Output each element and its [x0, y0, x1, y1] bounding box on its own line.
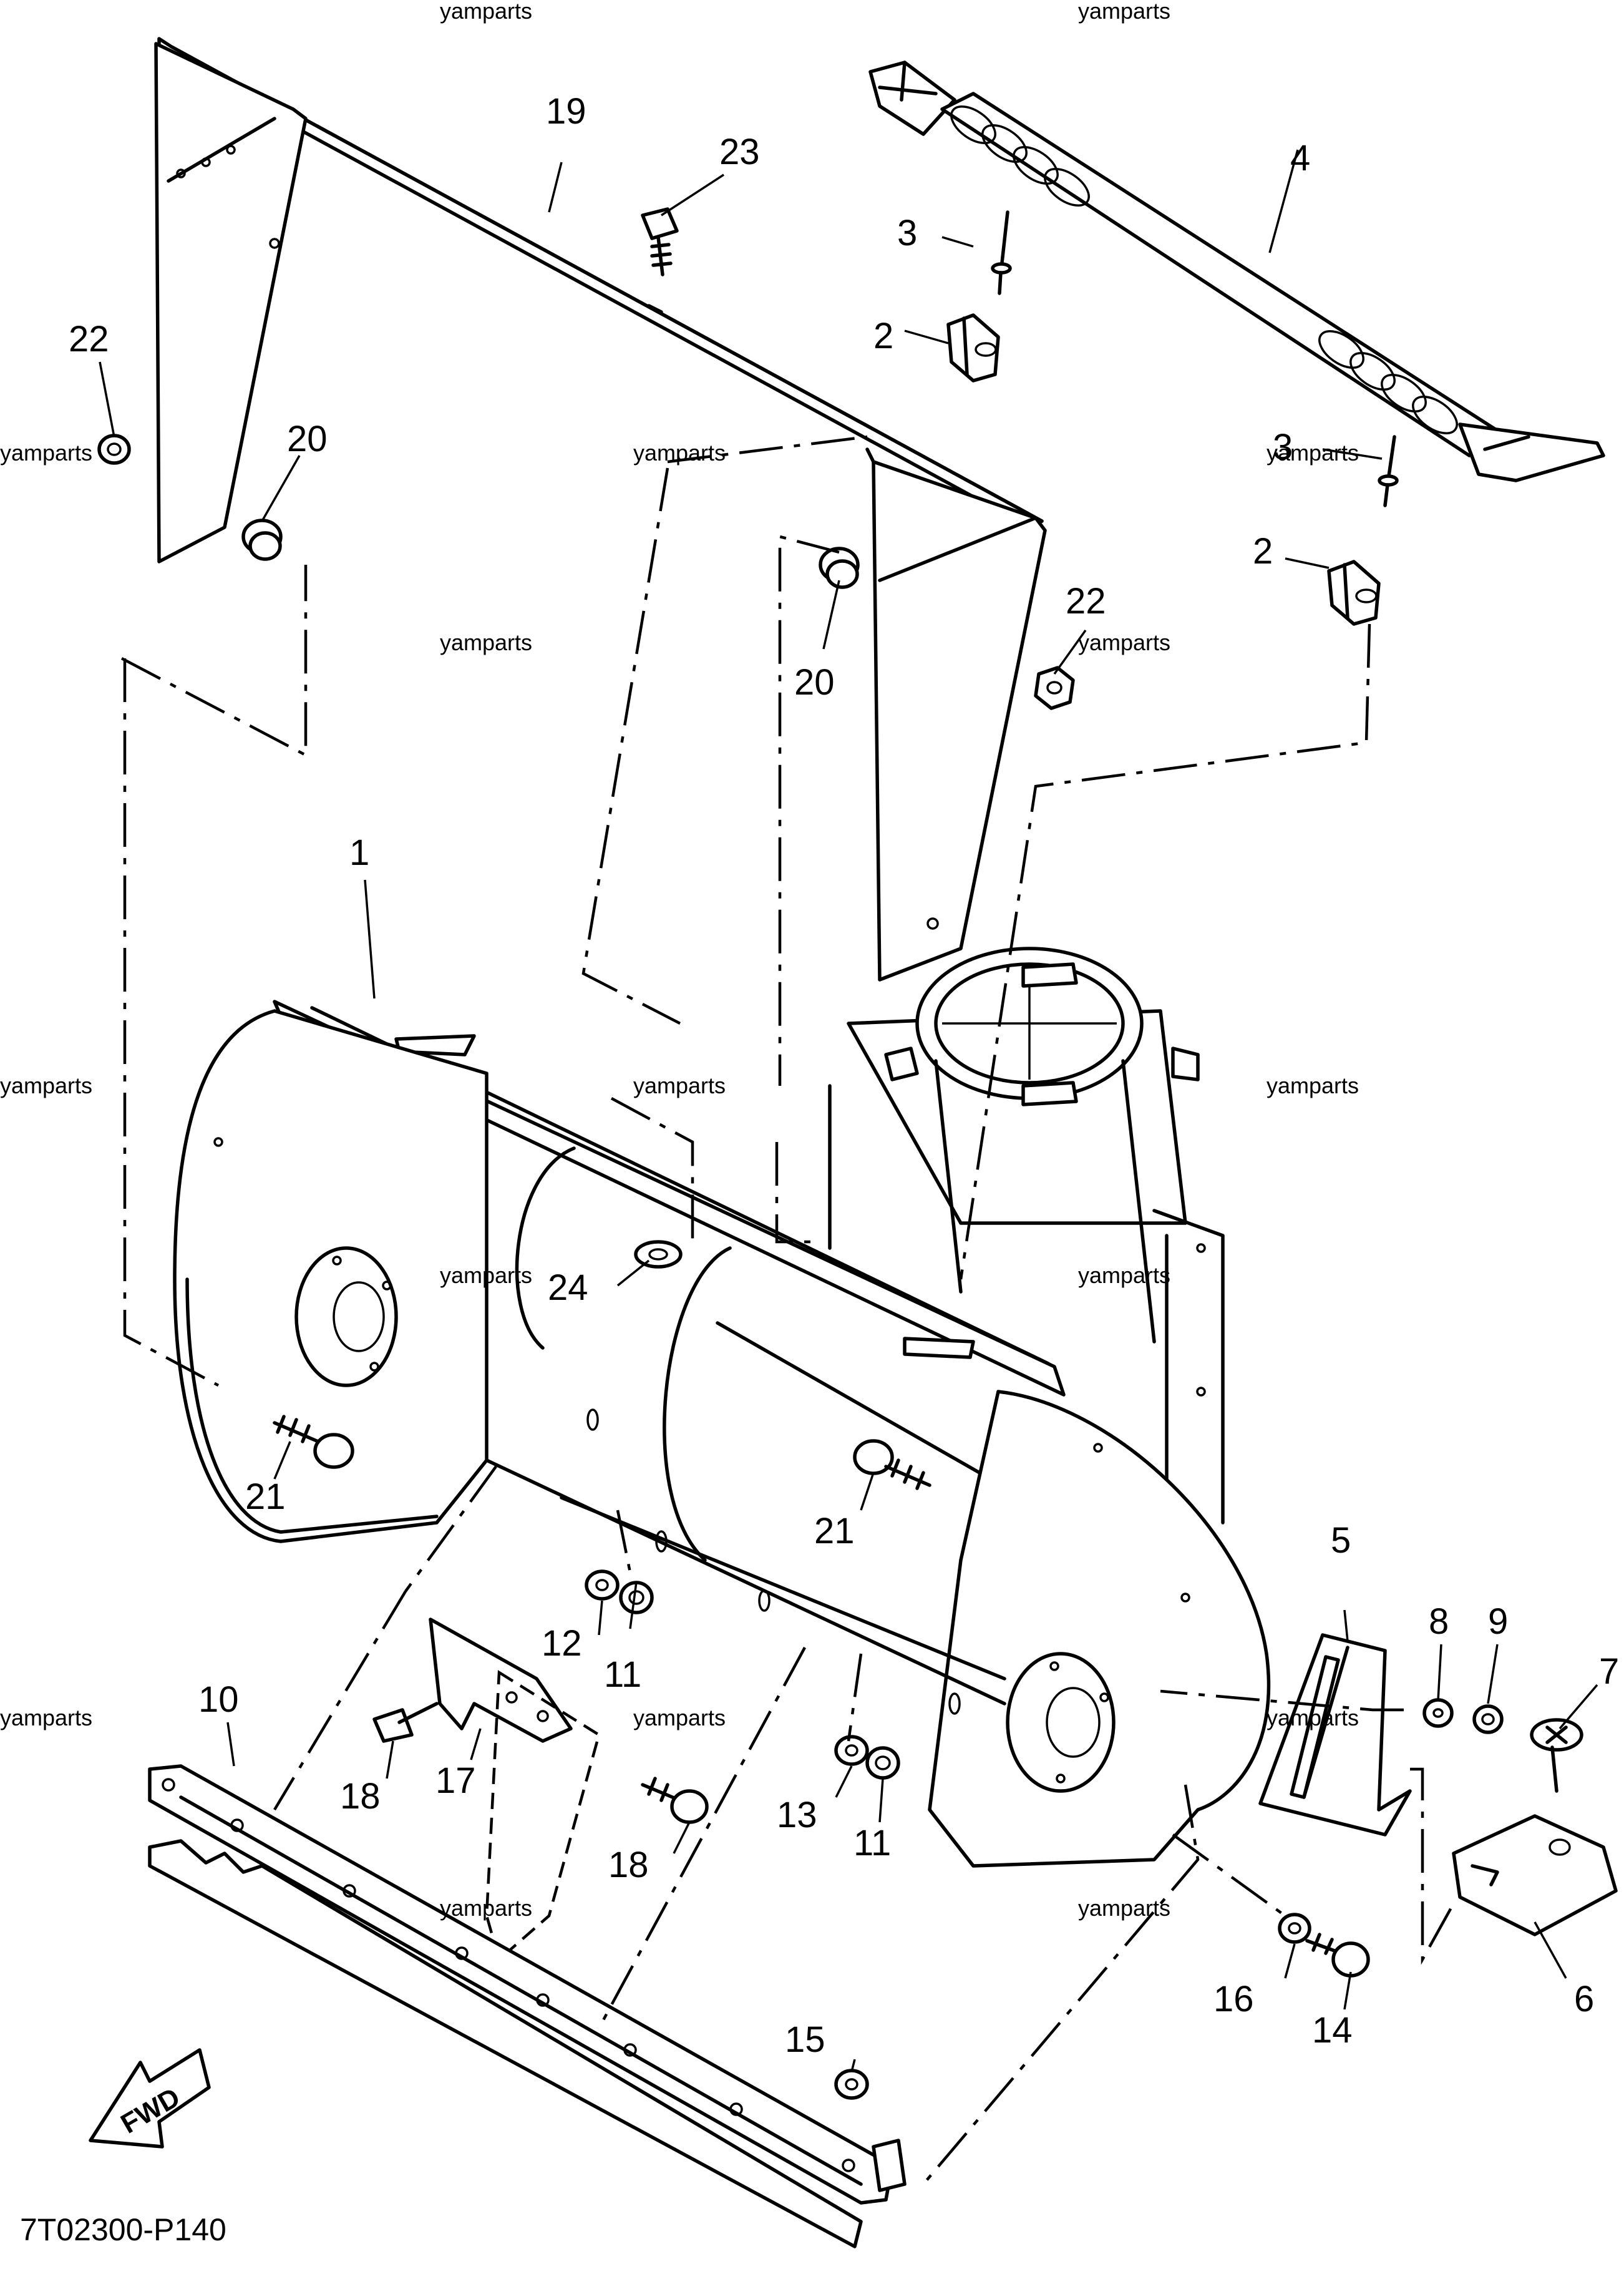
watermark-row3-right: yamparts [1078, 630, 1171, 655]
part-23-bolt [641, 207, 679, 276]
watermark-row7-left: yamparts [440, 1895, 533, 1921]
callout-19: 19 [546, 91, 586, 132]
callout-4: 4 [1290, 138, 1311, 178]
part-20-bushing-right [819, 547, 860, 589]
part-24-washer [634, 1240, 683, 1269]
part-16-washer [1278, 1913, 1311, 1944]
part-1-auger-housing [173, 947, 1271, 1868]
callout-18-right: 18 [608, 1845, 649, 1885]
callout-20-right: 20 [794, 662, 835, 703]
callout-21-right: 21 [814, 1511, 855, 1551]
callout-3-upper: 3 [897, 213, 918, 253]
part-18-bolt-left [372, 1702, 439, 1743]
callout-13: 13 [777, 1795, 817, 1835]
part-19-chute-deflector [154, 37, 1047, 982]
callout-2-upper: 2 [873, 316, 894, 356]
callout-11-lower: 11 [853, 1823, 892, 1863]
callout-9: 9 [1488, 1601, 1509, 1642]
part-13-washer [834, 1735, 869, 1766]
diagram-code: 7T02300-P140 [20, 2212, 226, 2247]
watermark-top-right: yamparts [1078, 0, 1171, 24]
part-2-clip-lower [1327, 560, 1381, 626]
part-9-nut [1472, 1704, 1504, 1734]
callout-21-left: 21 [245, 1476, 286, 1517]
part-22-nut-left [97, 434, 131, 465]
watermark-row2-right: yamparts [1267, 440, 1359, 466]
part-6-skid-shoe [1452, 1814, 1618, 1936]
part-7-screw [1530, 1718, 1583, 1793]
callout-leaders [99, 149, 1598, 2072]
part-3-pin-upper [991, 210, 1012, 295]
callout-12: 12 [542, 1623, 582, 1664]
watermark-row4-center: yamparts [633, 1073, 726, 1098]
callout-16: 16 [1213, 1979, 1254, 2019]
part-11-nut-lower [865, 1746, 900, 1780]
part-21-bolt-left [273, 1415, 354, 1469]
watermark-row6-right: yamparts [1267, 1705, 1359, 1730]
callout-6: 6 [1574, 1979, 1595, 2019]
callout-22-right: 22 [1066, 581, 1106, 622]
callout-20-left: 20 [287, 419, 328, 459]
callout-10: 10 [198, 1679, 239, 1720]
part-8-washer [1422, 1698, 1454, 1728]
watermark-row2-center: yamparts [633, 440, 726, 466]
callout-2-lower: 2 [1253, 531, 1273, 572]
callout-17: 17 [435, 1760, 476, 1801]
callout-11-upper: 11 [604, 1654, 642, 1695]
part-14-bolt [1305, 1933, 1370, 1978]
part-21-bolt-right [853, 1439, 931, 1490]
watermark-row4-right: yamparts [1267, 1073, 1359, 1098]
watermark-row6-center: yamparts [633, 1705, 726, 1730]
watermark-row3-left: yamparts [440, 630, 533, 655]
part-3-pin-lower [1378, 435, 1399, 507]
callout-14: 14 [1312, 2010, 1353, 2051]
callout-24: 24 [548, 1267, 588, 1308]
assembly-guide-lines [120, 435, 1455, 2185]
watermark-row6-left: yamparts [0, 1705, 93, 1730]
callout-1: 1 [349, 832, 370, 873]
part-4-handle-rod [868, 61, 1605, 482]
callout-7: 7 [1599, 1651, 1620, 1692]
callout-3-lower: 3 [1273, 427, 1293, 467]
watermark-row7-right: yamparts [1078, 1895, 1171, 1921]
part-12-washer [585, 1569, 620, 1601]
callout-5: 5 [1331, 1520, 1351, 1561]
callout-23: 23 [719, 132, 760, 172]
callout-22-left: 22 [69, 319, 109, 359]
watermark-row4-left: yamparts [0, 1073, 93, 1098]
callout-15: 15 [785, 2019, 825, 2060]
part-18-bolt-right [641, 1777, 709, 1824]
fwd-direction-arrow: FWD [89, 2048, 211, 2149]
watermark-top-left: yamparts [440, 0, 533, 24]
callout-8: 8 [1429, 1601, 1449, 1642]
watermark-row5-left: yamparts [440, 1262, 533, 1288]
part-10-scraper-bar [148, 1764, 907, 2248]
part-5-skid-bracket [1258, 1633, 1412, 1837]
callout-18-left: 18 [340, 1776, 381, 1817]
part-2-clip-upper [946, 313, 1000, 383]
part-17-bracket [429, 1618, 601, 1963]
part-20-bushing-left [241, 519, 283, 561]
part-15-washer [834, 2069, 869, 2100]
watermark-row5-right: yamparts [1078, 1262, 1171, 1288]
watermark-row2-left: yamparts [0, 440, 93, 466]
